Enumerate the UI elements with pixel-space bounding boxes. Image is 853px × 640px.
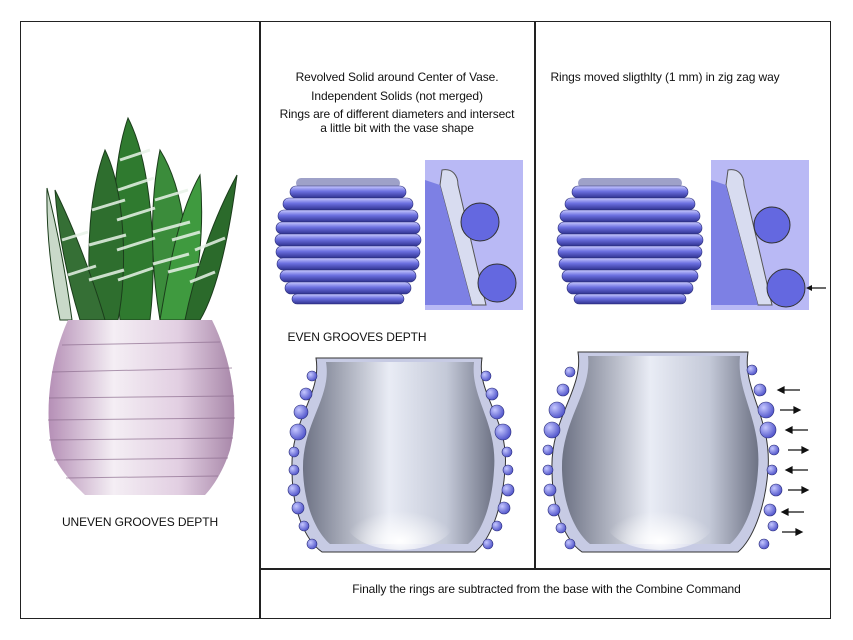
left-caption: UNEVEN GROOVES DEPTH xyxy=(61,515,219,529)
detail-box-right xyxy=(711,160,826,310)
ring-vase-zigzag xyxy=(556,178,704,305)
middle-note-4: a little bit with the vase shape xyxy=(320,121,474,135)
ring-vase-even xyxy=(274,178,422,305)
plant-pot xyxy=(47,320,236,495)
vase-section-even xyxy=(287,357,515,553)
vase-section-zigzag xyxy=(542,351,783,553)
middle-note-3: Rings are of different diameters and int… xyxy=(279,107,515,121)
zigzag-arrows xyxy=(776,386,810,536)
plant-leaves xyxy=(46,116,238,321)
detail-box-middle xyxy=(425,160,523,310)
divider-right xyxy=(534,21,536,569)
middle-caption: EVEN GROOVES DEPTH xyxy=(287,330,427,344)
divider-footer xyxy=(259,568,831,570)
diagram-frame xyxy=(20,21,831,619)
footer-text: Finally the rings are subtracted from th… xyxy=(352,582,741,596)
middle-note-2: Independent Solids (not merged) xyxy=(311,89,483,103)
right-note: Rings moved sligthlty (1 mm) in zig zag … xyxy=(550,70,780,84)
middle-note-1: Revolved Solid around Center of Vase. xyxy=(295,70,499,84)
divider-left xyxy=(259,21,261,619)
